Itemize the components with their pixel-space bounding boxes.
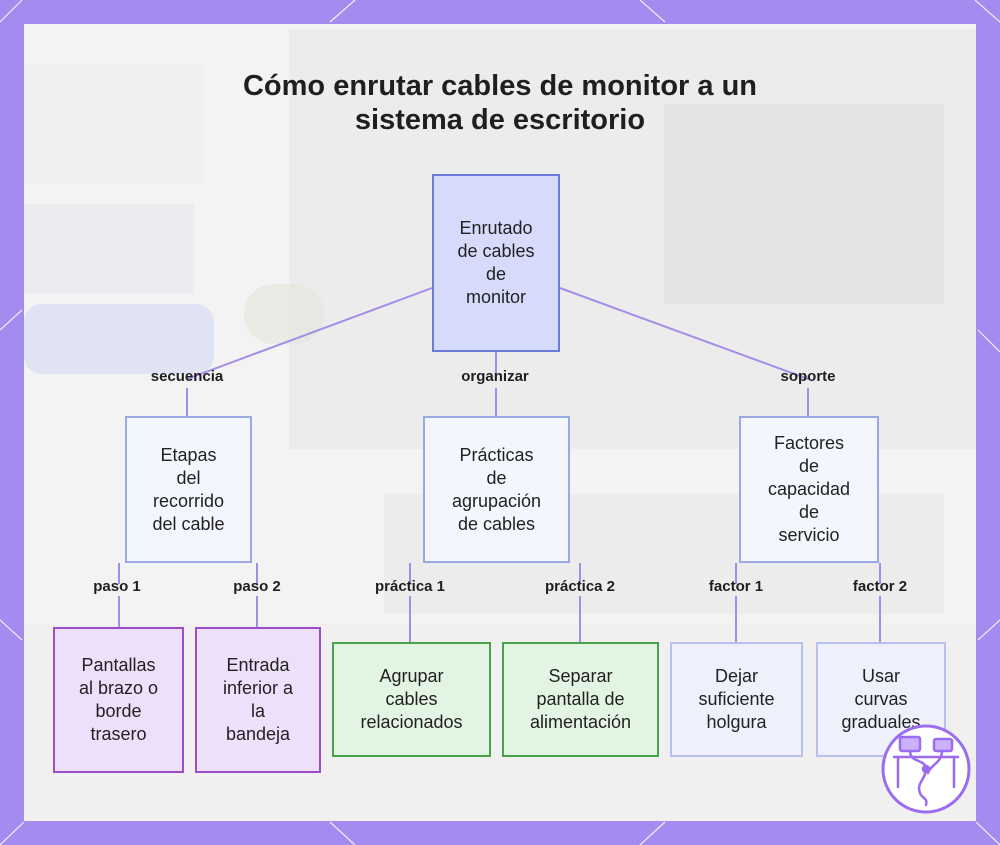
edge-label-factor-2: factor 2 bbox=[853, 578, 907, 595]
edge-label-organizar: organizar bbox=[461, 368, 529, 385]
node-entrada-line: Entrada bbox=[223, 654, 293, 677]
node-factores: Factores de capacidad de servicio bbox=[739, 416, 879, 563]
edge-root-secuencia bbox=[187, 288, 432, 379]
node-pantallas-line: Pantallas bbox=[79, 654, 158, 677]
node-factores-line: capacidad bbox=[768, 478, 850, 501]
node-practicas-line: de bbox=[452, 467, 541, 490]
node-etapas-line: del cable bbox=[152, 513, 224, 536]
edge-label-practica-1: práctica 1 bbox=[375, 578, 445, 595]
node-pantallas: Pantallas al brazo o borde trasero bbox=[53, 627, 184, 773]
node-practicas-line: agrupación bbox=[452, 490, 541, 513]
node-root-line: monitor bbox=[457, 286, 534, 309]
node-factores-line: de bbox=[768, 501, 850, 524]
node-entrada-line: la bbox=[223, 700, 293, 723]
node-agrupar-line: Agrupar bbox=[360, 665, 462, 688]
node-practicas-line: Prácticas bbox=[452, 444, 541, 467]
node-agrupar: Agrupar cables relacionados bbox=[332, 642, 491, 757]
edge-label-paso-2: paso 2 bbox=[233, 578, 281, 595]
node-separar-line: alimentación bbox=[530, 711, 631, 734]
node-dejar-line: holgura bbox=[698, 711, 774, 734]
node-usar-line: Usar bbox=[841, 665, 920, 688]
edge-label-factor-1: factor 1 bbox=[709, 578, 763, 595]
node-root-line: de cables bbox=[457, 240, 534, 263]
node-factores-line: Factores bbox=[768, 432, 850, 455]
node-dejar-line: suficiente bbox=[698, 688, 774, 711]
node-dejar: Dejar suficiente holgura bbox=[670, 642, 803, 757]
edge-label-secuencia: secuencia bbox=[151, 368, 224, 385]
node-factores-line: de bbox=[768, 455, 850, 478]
node-agrupar-line: relacionados bbox=[360, 711, 462, 734]
node-practicas: Prácticas de agrupación de cables bbox=[423, 416, 570, 563]
node-separar-line: pantalla de bbox=[530, 688, 631, 711]
node-separar-line: Separar bbox=[530, 665, 631, 688]
node-root: Enrutado de cables de monitor bbox=[432, 174, 560, 352]
node-etapas-line: recorrido bbox=[152, 490, 224, 513]
node-factores-line: servicio bbox=[768, 524, 850, 547]
node-usar-line: curvas bbox=[841, 688, 920, 711]
node-etapas-line: Etapas bbox=[152, 444, 224, 467]
edge-root-soporte bbox=[560, 288, 808, 379]
node-etapas-line: del bbox=[152, 467, 224, 490]
node-pantallas-line: borde bbox=[79, 700, 158, 723]
edge-label-paso-1: paso 1 bbox=[93, 578, 141, 595]
edge-label-practica-2: práctica 2 bbox=[545, 578, 615, 595]
diagram-panel: Cómo enrutar cables de monitor a un sist… bbox=[24, 24, 976, 821]
node-pantallas-line: al brazo o bbox=[79, 677, 158, 700]
node-root-line: de bbox=[457, 263, 534, 286]
edge-label-soporte: soporte bbox=[780, 368, 835, 385]
node-root-line: Enrutado bbox=[457, 217, 534, 240]
node-dejar-line: Dejar bbox=[698, 665, 774, 688]
node-pantallas-line: trasero bbox=[79, 723, 158, 746]
desk-cable-logo-icon bbox=[880, 723, 972, 815]
node-separar: Separar pantalla de alimentación bbox=[502, 642, 659, 757]
node-entrada-line: inferior a bbox=[223, 677, 293, 700]
node-entrada: Entrada inferior a la bandeja bbox=[195, 627, 321, 773]
node-agrupar-line: cables bbox=[360, 688, 462, 711]
node-practicas-line: de cables bbox=[452, 513, 541, 536]
node-entrada-line: bandeja bbox=[223, 723, 293, 746]
node-etapas: Etapas del recorrido del cable bbox=[125, 416, 252, 563]
